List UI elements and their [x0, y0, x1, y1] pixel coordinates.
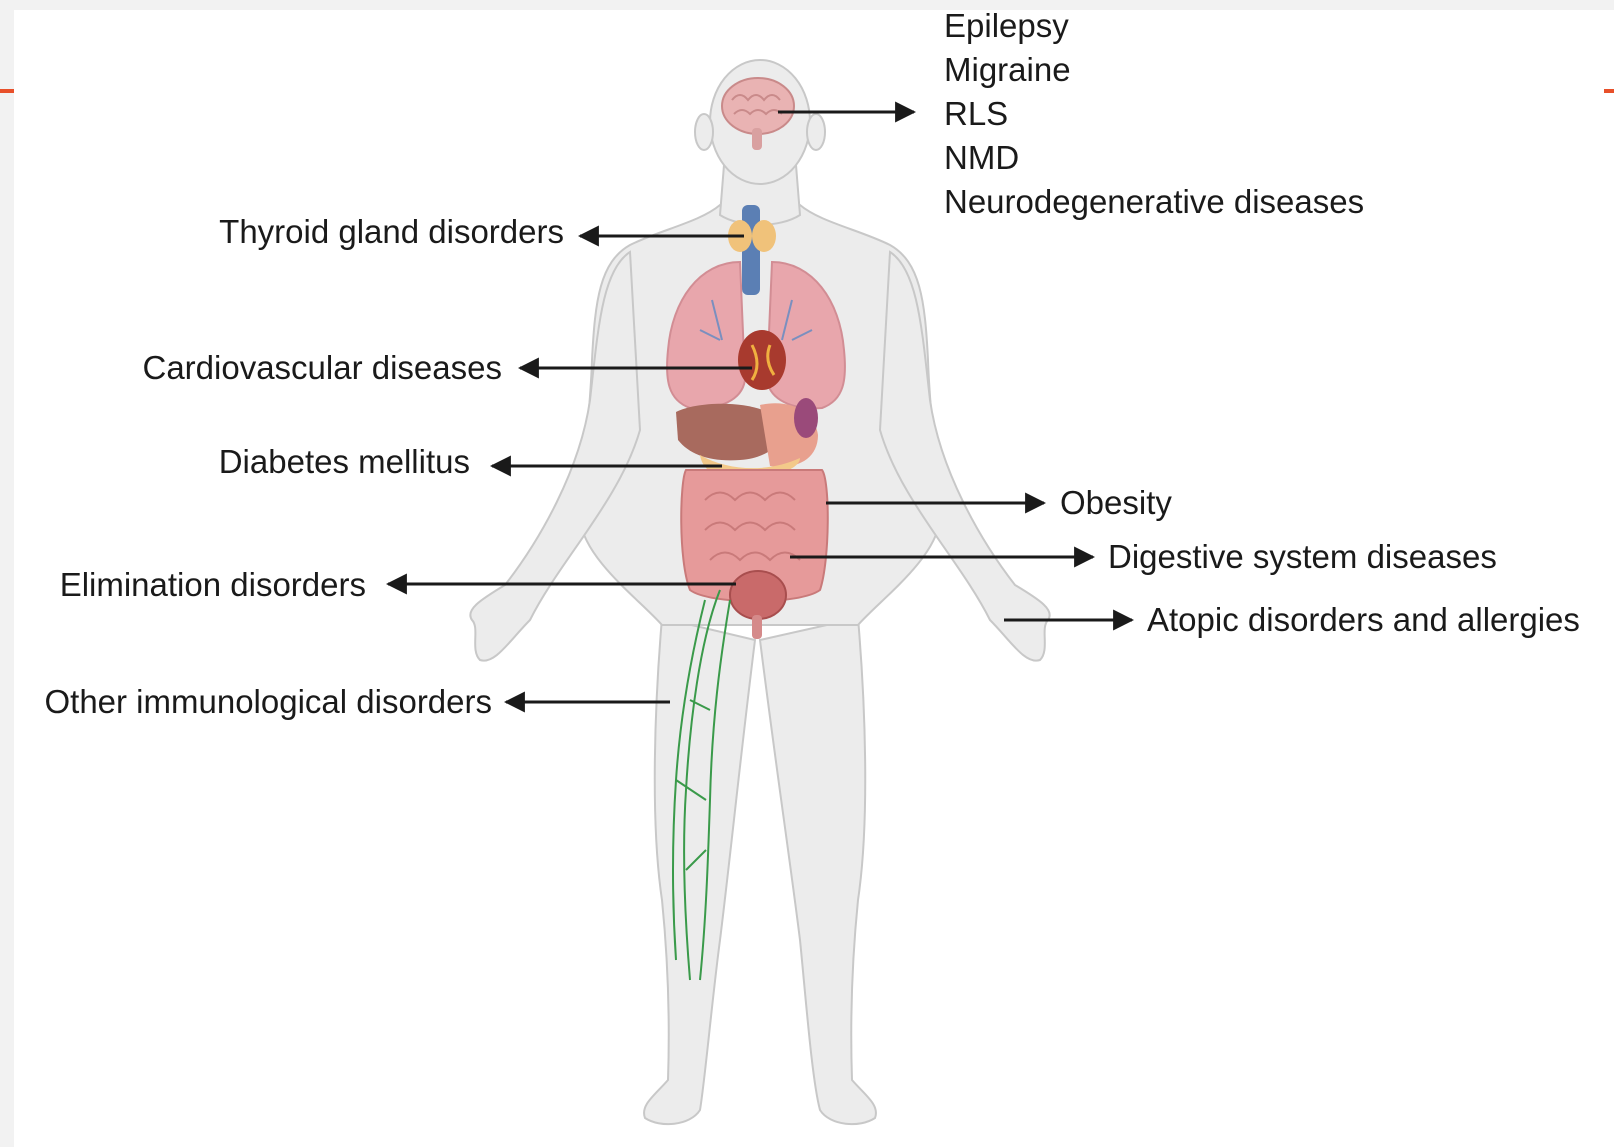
brain-disorder-list: Epilepsy Migraine RLS NMD Neurodegenerat… — [944, 4, 1364, 224]
label-nmd: NMD — [944, 136, 1364, 180]
label-cardio: Cardiovascular diseases — [142, 346, 502, 390]
label-thyroid: Thyroid gland disorders — [219, 210, 564, 254]
label-digestive: Digestive system diseases — [1108, 535, 1497, 579]
label-neurodegenerative: Neurodegenerative diseases — [944, 180, 1364, 224]
bladder-icon — [730, 571, 786, 639]
label-diabetes: Diabetes mellitus — [219, 440, 470, 484]
label-migraine: Migraine — [944, 48, 1364, 92]
label-immuno: Other immunological disorders — [44, 680, 492, 724]
heart-icon — [738, 330, 786, 390]
label-elimination: Elimination disorders — [60, 563, 366, 607]
label-atopic: Atopic disorders and allergies — [1147, 598, 1580, 642]
label-rls: RLS — [944, 92, 1364, 136]
label-obesity: Obesity — [1060, 481, 1172, 525]
label-epilepsy: Epilepsy — [944, 4, 1364, 48]
